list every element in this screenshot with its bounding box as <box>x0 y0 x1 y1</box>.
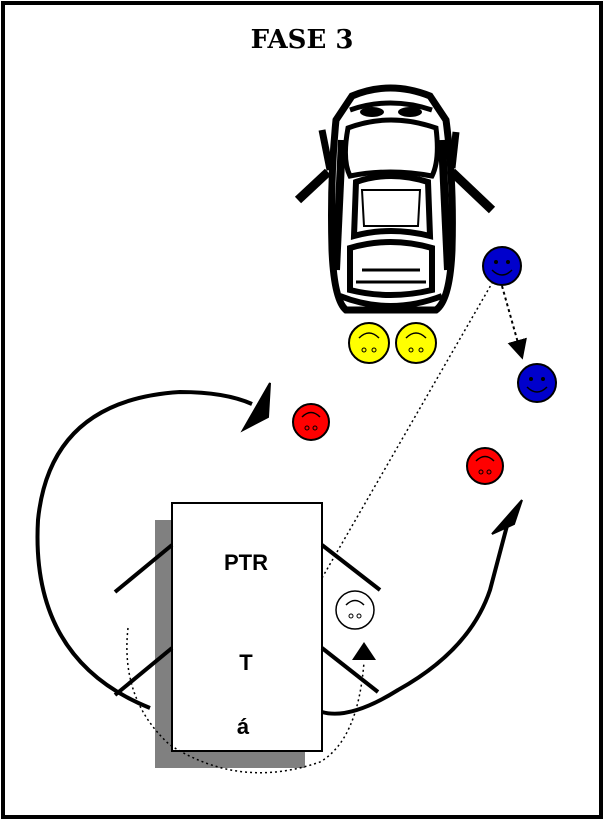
blue-smiley-icon <box>517 363 557 403</box>
door-line <box>113 646 174 697</box>
vehicle-label-a: á <box>237 714 250 739</box>
blue-smiley-icon <box>482 246 522 286</box>
yellow-face-icon <box>348 322 390 364</box>
dotted-arrow-blue <box>501 285 527 360</box>
red-face-icon <box>466 447 504 485</box>
diagram-title: FASE 3 <box>251 25 354 55</box>
door-line <box>113 543 174 594</box>
car-top-view-icon <box>294 84 496 314</box>
vehicle-box <box>171 502 323 752</box>
door-line <box>320 543 382 592</box>
arrowhead-icon <box>491 499 523 535</box>
dotted-curve-under <box>126 627 365 774</box>
white-face-icon <box>335 590 375 630</box>
vehicle-label-ptr: PTR <box>224 550 268 575</box>
arrowhead-icon <box>352 642 376 660</box>
arrowhead-icon <box>240 382 271 433</box>
red-face-icon <box>292 403 330 441</box>
curved-arrow-left <box>35 389 253 710</box>
vehicle-label-t: T <box>239 650 253 675</box>
door-line <box>320 646 380 694</box>
yellow-face-icon <box>395 322 437 364</box>
